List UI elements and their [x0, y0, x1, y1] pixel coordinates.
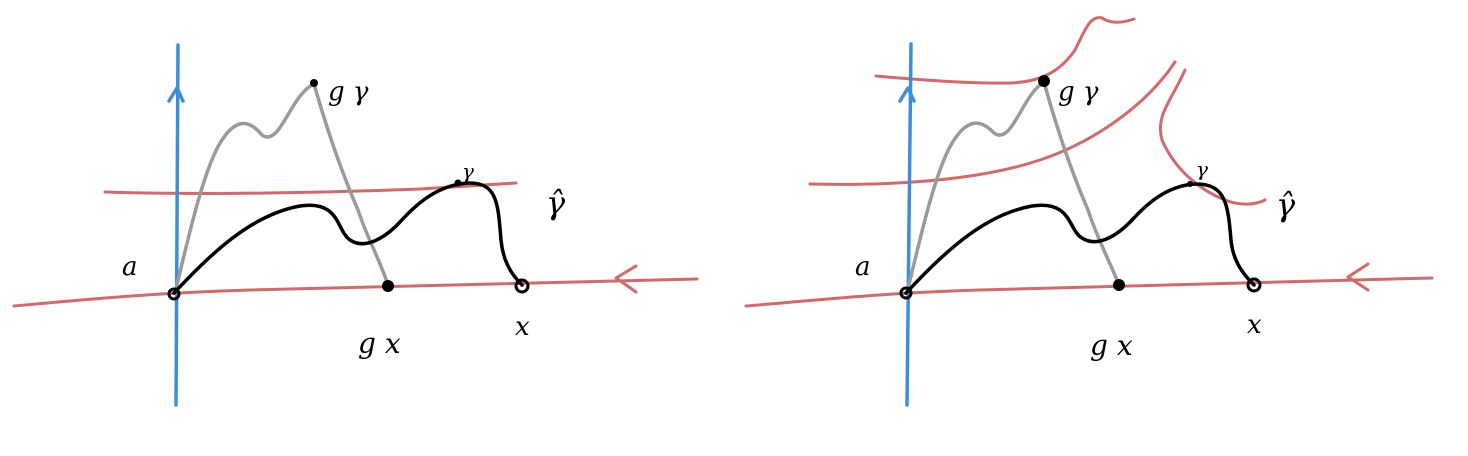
gamma-path-2	[904, 182, 1256, 295]
point-x-2	[1246, 277, 1262, 293]
label-g-x: g x	[358, 327, 401, 360]
axis-of-g-line-2	[744, 276, 1434, 308]
g-gamma-path	[173, 82, 390, 295]
left-panel: a g γ γ γ̂ g x x	[12, 43, 699, 407]
label-g-gamma: g γ	[328, 77, 369, 107]
middle-red-curve	[808, 60, 1177, 186]
point-x	[514, 278, 530, 294]
vertical-axis-arrow-icon	[167, 86, 185, 103]
label-gamma-hat: γ̂	[546, 184, 566, 222]
axis-of-g-line	[12, 277, 699, 308]
point-g-x	[382, 280, 394, 292]
g-gamma-path-2	[905, 80, 1121, 295]
point-gamma	[454, 179, 462, 187]
label-g-gamma-2: g γ	[1058, 77, 1099, 107]
gamma-path	[172, 181, 524, 295]
vertical-axis-arrow-icon-2	[898, 86, 916, 103]
label-gamma-2: γ	[1196, 157, 1208, 181]
label-g-x-2: g x	[1090, 329, 1133, 362]
gamma-hat-curve	[1158, 68, 1267, 206]
point-a	[167, 287, 181, 301]
vertical-axis-2	[905, 42, 913, 407]
point-g-gamma-2	[1038, 75, 1050, 87]
label-a: a	[122, 252, 138, 282]
upper-red-curve	[874, 16, 1136, 85]
arrow-head-icon-2	[1346, 262, 1370, 292]
point-a-2	[899, 286, 913, 300]
label-x: x	[515, 312, 530, 342]
point-g-gamma	[310, 79, 318, 87]
right-panel: a g γ γ γ̂ g x x	[744, 16, 1434, 407]
label-x-2: x	[1247, 310, 1262, 340]
point-g-x-2	[1113, 279, 1125, 291]
point-gamma-2	[1187, 181, 1193, 187]
label-a-2: a	[855, 252, 871, 282]
label-gamma-hat-2: γ̂	[1276, 186, 1296, 224]
arrow-head-icon	[614, 264, 638, 294]
vertical-axis	[174, 43, 180, 407]
label-gamma: γ	[462, 159, 474, 183]
